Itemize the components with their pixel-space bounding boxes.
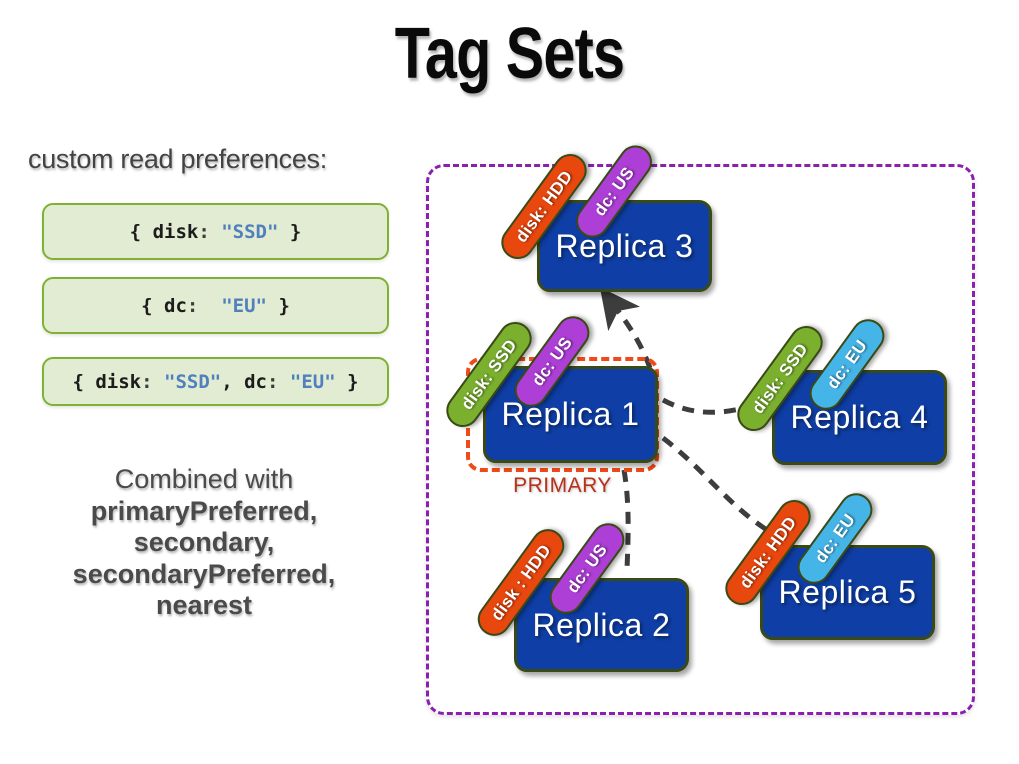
replica-box-replica-2[interactable]: Replica 2 bbox=[514, 578, 689, 672]
replica-set-cluster-boundary bbox=[426, 164, 975, 715]
custom-read-preferences-heading: custom read preferences: bbox=[28, 144, 327, 174]
primary-badge: PRIMARY bbox=[513, 474, 612, 497]
replica-label: Replica 3 bbox=[555, 227, 694, 264]
code-tokens-0: { disk: "SSD" } bbox=[129, 220, 302, 243]
combined-line-0: Combined with bbox=[114, 464, 294, 494]
replica-box-replica-1[interactable]: Replica 1 bbox=[483, 366, 658, 463]
replica-label: Replica 4 bbox=[790, 399, 929, 435]
combined-line-3: secondaryPreferred, bbox=[72, 558, 336, 589]
code-tokens-2: { disk: "SSD", dc: "EU" } bbox=[72, 370, 359, 393]
replica-box-replica-5[interactable]: Replica 5 bbox=[760, 545, 935, 640]
combined-line-1: primaryPreferred, bbox=[90, 495, 318, 526]
code-example-dc-eu: { dc: "EU" } bbox=[42, 277, 389, 334]
replica-box-replica-3[interactable]: Replica 3 bbox=[537, 200, 712, 292]
replica-label: Replica 2 bbox=[532, 606, 671, 643]
code-tokens-1: { dc: "EU" } bbox=[141, 294, 290, 317]
combined-line-4: nearest bbox=[155, 590, 253, 621]
combined-line-2: secondary, bbox=[133, 527, 275, 558]
code-example-disk-ssd: { disk: "SSD" } bbox=[42, 203, 389, 260]
combined-with-block: Combined with primaryPreferred, secondar… bbox=[0, 464, 408, 622]
page-title: Tag Sets bbox=[394, 14, 625, 94]
replica-label: Replica 5 bbox=[778, 574, 917, 610]
replica-box-replica-4[interactable]: Replica 4 bbox=[772, 370, 947, 465]
code-example-disk-ssd-dc-eu: { disk: "SSD", dc: "EU" } bbox=[42, 357, 389, 406]
